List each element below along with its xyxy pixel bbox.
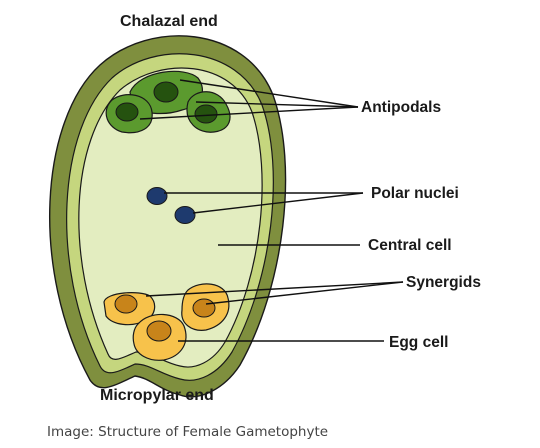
polar-nucleus-2 [174,206,196,224]
synergids [103,283,230,331]
polar-nuclei-label: Polar nuclei [371,185,459,202]
polar-nucleus-1 [146,187,168,205]
micropylar-end-label: Micropylar end [100,387,214,404]
leader-polar-nucleus-2 [192,192,364,214]
leader-lines [139,79,404,342]
synergid-right-nucleus [192,298,216,318]
antipodal-cells [105,70,231,134]
chalazal-end-label: Chalazal end [120,13,218,30]
figure-caption: Image: Structure of Female Gametophyte [47,424,329,440]
leader-synergid-right [205,281,404,305]
central-cell-label: Central cell [368,237,452,254]
synergids-label: Synergids [406,274,481,291]
leader-antipodal-right [195,101,359,108]
egg-cell-label: Egg cell [389,334,448,351]
antipodal-nucleus-right [194,104,218,124]
egg-cell-nucleus [146,320,172,342]
leader-antipodal-top [179,79,359,108]
antipodal-nucleus-top [153,81,179,103]
antipodals-label: Antipodals [361,99,441,116]
antipodal-nucleus-left [115,102,139,122]
egg-cell-group [132,313,187,361]
leader-synergid-left [145,281,404,297]
synergid-left-nucleus [114,294,138,314]
leader-antipodal-left [139,106,359,120]
polar-nuclei [146,187,196,224]
